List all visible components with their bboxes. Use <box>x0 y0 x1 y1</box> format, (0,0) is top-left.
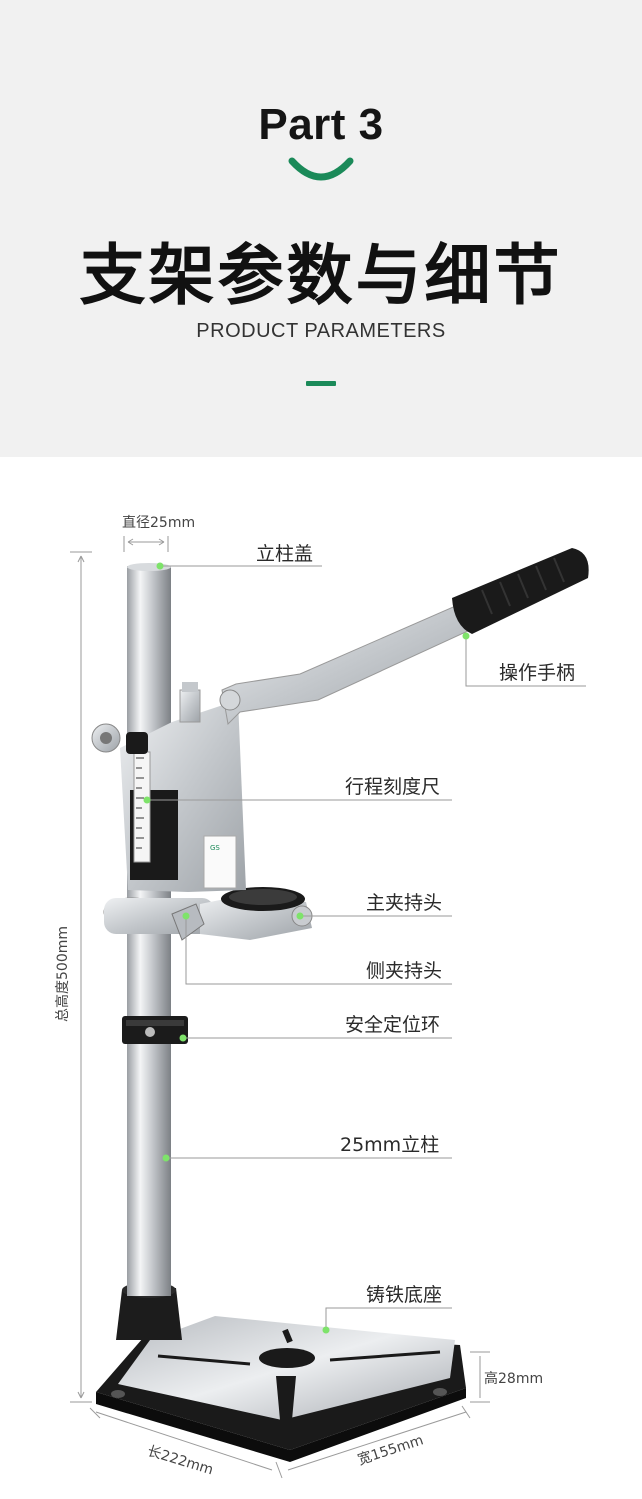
main-title: 支架参数与细节 <box>79 237 563 314</box>
cast-iron-base <box>96 1282 466 1462</box>
carriage: GS <box>91 682 246 892</box>
dimension-lines <box>70 536 490 1479</box>
part-title: Part 3 <box>258 100 384 149</box>
drill-stand-illustration: GS <box>70 536 589 1479</box>
total-height-label: 总高度500mm <box>55 926 71 1022</box>
smile-icon <box>288 157 354 181</box>
title-divider <box>306 381 336 386</box>
handle-label: 操作手柄 <box>499 662 576 684</box>
column-label: 25mm立柱 <box>340 1134 440 1156</box>
clamp-assembly <box>103 887 313 941</box>
safety-ring <box>122 1016 188 1044</box>
header-section: Part 3 支架参数与细节 PRODUCT PARAMETERS <box>0 0 642 457</box>
base-label: 铸铁底座 <box>366 1284 443 1306</box>
operating-handle <box>219 548 589 726</box>
main-clamp-label: 主夹持头 <box>366 892 443 914</box>
base-height-label: 高28mm <box>484 1371 544 1387</box>
diameter-label: 直径25mm <box>122 515 196 531</box>
side-clamp-label: 侧夹持头 <box>366 960 443 982</box>
safety-ring-label: 安全定位环 <box>345 1014 441 1036</box>
stroke-scale-label: 行程刻度尺 <box>345 776 441 798</box>
column-cap-label: 立柱盖 <box>256 543 314 565</box>
callout-dots <box>143 562 470 1334</box>
callout-lines <box>147 565 586 1330</box>
sub-title: PRODUCT PARAMETERS <box>196 320 446 342</box>
svg-text:GS: GS <box>210 844 220 852</box>
